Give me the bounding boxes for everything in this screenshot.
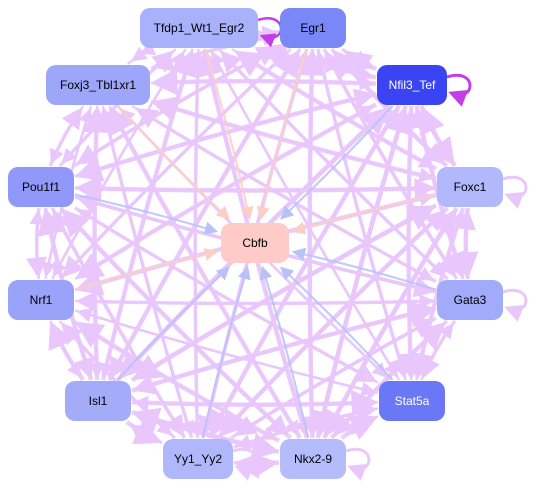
node-box-nrf1 xyxy=(8,280,74,320)
node-tfdp1[interactable]: Tfdp1_Wt1_Egr2 xyxy=(140,8,258,48)
edge-stat5a-to-cbfb xyxy=(280,266,394,381)
node-box-nfil3 xyxy=(377,65,447,105)
edge-gata3-to-foxc1 xyxy=(455,208,476,280)
edge-yy1-to-pou1f1 xyxy=(52,208,187,439)
node-label-stat5a: Stat5a xyxy=(395,394,430,408)
node-box-cbfb xyxy=(221,223,289,263)
edge-stat5a-to-tfdp1 xyxy=(211,50,401,381)
node-box-stat5a xyxy=(379,381,445,421)
edge-nkx29-to-foxc1 xyxy=(322,208,457,440)
edge-pou1f1-to-cbfb xyxy=(74,193,219,235)
edge-yy1-to-cbfb xyxy=(201,265,251,439)
edge-nkx29-to-isl1 xyxy=(131,407,280,455)
node-label-foxj3: Foxj3_Tbl1xr1 xyxy=(60,78,136,92)
node-label-egr1: Egr1 xyxy=(300,21,326,35)
node-box-egr1 xyxy=(280,8,346,48)
edge-nkx29-to-cbfb xyxy=(259,265,310,439)
edge-nkx29-to-yy1 xyxy=(233,452,280,479)
self-loop-foxc1 xyxy=(502,175,528,209)
edge-gata3-to-cbfb xyxy=(291,247,437,291)
node-label-nrf1: Nrf1 xyxy=(30,293,53,307)
node-box-isl1 xyxy=(65,381,131,421)
edge-nkx29-to-nrf1 xyxy=(75,321,281,443)
self-loop-gata3 xyxy=(502,288,528,322)
node-label-yy1: Yy1_Yy2 xyxy=(174,452,222,466)
node-label-tfdp1: Tfdp1_Wt1_Egr2 xyxy=(154,21,245,35)
node-pou1f1[interactable]: Pou1f1 xyxy=(8,167,74,207)
edge-yy1-to-foxc1 xyxy=(216,209,446,440)
edge-isl1-to-foxc1 xyxy=(130,205,436,383)
edge-nkx29-to-foxj3 xyxy=(109,106,303,440)
edge-yy1-to-nfil3 xyxy=(207,107,399,439)
edge-yy1-to-foxj3 xyxy=(97,106,194,439)
edge-nfil3-to-egr1 xyxy=(343,50,377,78)
node-foxj3[interactable]: Foxj3_Tbl1xr1 xyxy=(46,65,150,105)
node-box-nkx29 xyxy=(280,439,346,479)
edge-tfdp1-to-cbfb xyxy=(204,48,254,221)
edge-nrf1-to-nfil3 xyxy=(74,105,375,281)
node-isl1[interactable]: Isl1 xyxy=(65,381,131,421)
edge-stat5a-to-egr1 xyxy=(314,50,407,381)
edges-layer xyxy=(26,22,479,479)
edge-foxc1-to-foxj3 xyxy=(150,96,437,181)
node-nfil3[interactable]: Nfil3_Tef xyxy=(377,65,447,105)
edge-nkx29-to-egr1 xyxy=(298,48,326,439)
node-label-cbfb: Cbfb xyxy=(242,236,268,250)
node-foxc1[interactable]: Foxc1 xyxy=(437,167,503,207)
node-box-gata3 xyxy=(437,280,503,320)
self-loop-nfil3 xyxy=(446,73,472,107)
node-nrf1[interactable]: Nrf1 xyxy=(8,280,74,320)
edge-yy1-to-tfdp1 xyxy=(187,49,209,439)
node-gata3[interactable]: Gata3 xyxy=(437,280,503,320)
edge-foxj3-to-cbfb xyxy=(116,105,230,220)
edge-isl1-to-nrf1 xyxy=(48,320,85,382)
node-label-foxc1: Foxc1 xyxy=(454,180,487,194)
edge-foxc1-to-pou1f1 xyxy=(74,175,437,203)
edge-foxc1-to-cbfb xyxy=(291,193,437,235)
edge-nrf1-to-cbfb xyxy=(74,247,219,291)
node-box-yy1 xyxy=(163,439,233,479)
edge-nkx29-to-gata3 xyxy=(329,321,446,440)
node-nkx29[interactable]: Nkx2-9 xyxy=(280,439,346,479)
node-label-pou1f1: Pou1f1 xyxy=(22,180,60,194)
self-loop-nkx29 xyxy=(345,447,371,481)
edge-nfil3-to-cbfb xyxy=(280,105,394,220)
node-label-isl1: Isl1 xyxy=(89,394,108,408)
edge-isl1-to-egr1 xyxy=(107,49,300,382)
edge-egr1-to-cbfb xyxy=(256,48,308,221)
node-egr1[interactable]: Egr1 xyxy=(280,8,346,48)
self-loops-layer xyxy=(232,17,528,481)
edge-nkx29-to-stat5a xyxy=(340,415,379,440)
edge-nkx29-to-pou1f1 xyxy=(61,208,293,440)
node-box-foxj3 xyxy=(46,65,150,105)
node-label-gata3: Gata3 xyxy=(454,293,487,307)
edge-foxj3-to-tfdp1 xyxy=(126,41,157,66)
edge-nkx29-to-nfil3 xyxy=(315,105,412,439)
edge-pou1f1-to-foxj3 xyxy=(48,107,83,167)
node-stat5a[interactable]: Stat5a xyxy=(379,381,445,421)
edge-isl1-to-tfdp1 xyxy=(100,48,198,381)
self-loop-yy1 xyxy=(232,447,258,481)
edge-isl1-to-cbfb xyxy=(116,266,230,381)
edge-yy1-to-isl1 xyxy=(129,423,163,445)
node-cbfb[interactable]: Cbfb xyxy=(221,223,289,263)
node-box-foxc1 xyxy=(437,167,503,207)
node-box-tfdp1 xyxy=(140,8,258,48)
node-label-nfil3: Nfil3_Tef xyxy=(389,78,436,92)
node-label-nkx29: Nkx2-9 xyxy=(294,452,332,466)
node-box-pou1f1 xyxy=(8,167,74,207)
node-yy1[interactable]: Yy1_Yy2 xyxy=(163,439,233,479)
